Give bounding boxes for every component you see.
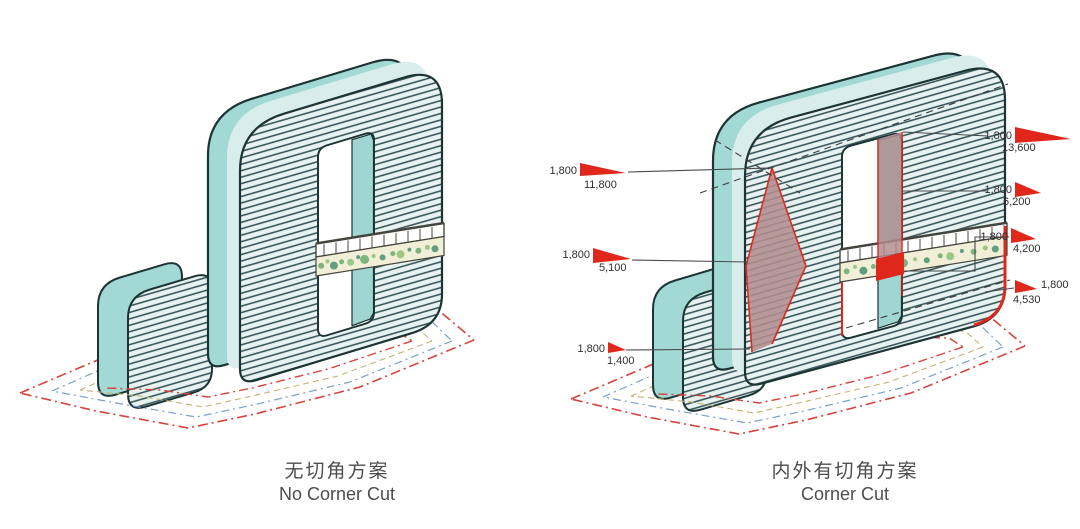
terrace-plant xyxy=(415,247,422,254)
slot-inner-wall xyxy=(351,133,375,327)
dimension-offset-label: 1,800 xyxy=(984,130,1012,142)
leader-line xyxy=(627,167,771,173)
terrace-plant xyxy=(356,255,361,260)
dimension-offset-label: 1,800 xyxy=(1041,279,1069,291)
leader-line xyxy=(631,259,749,263)
slope-triangle-icon xyxy=(1011,228,1036,243)
terrace-plant xyxy=(959,249,964,253)
terrace-plant xyxy=(329,261,338,270)
terrace-plant xyxy=(318,262,325,269)
terrace-plant xyxy=(937,253,943,259)
site-outline-front xyxy=(19,339,1026,435)
site-boundary-line xyxy=(19,339,475,429)
slope-triangle-icon xyxy=(593,248,631,263)
terrace-cut-marker xyxy=(876,252,904,281)
dimension-annotations: 1,80011,8001,8005,1001,8001,4001,80013,6… xyxy=(549,127,1071,367)
terrace-plant xyxy=(913,257,918,262)
dimension-value-label: 6,200 xyxy=(1003,196,1031,208)
terrace-plant xyxy=(360,254,370,264)
terrace-plant xyxy=(390,251,396,257)
slope-triangle-icon xyxy=(580,163,626,176)
dimension-offset-label: 1,800 xyxy=(984,184,1012,196)
annex-louver-face xyxy=(127,274,213,409)
dimension-value-label: 1,400 xyxy=(607,355,635,367)
corner-cut-face-inner xyxy=(878,132,902,259)
site-boundary-line xyxy=(105,340,413,398)
site-boundary-line xyxy=(602,346,1004,424)
terrace-plant xyxy=(991,245,999,253)
construction-dashed-lines xyxy=(699,83,1009,194)
dimension-offset-label: 1,800 xyxy=(549,165,577,177)
construction-line xyxy=(714,139,801,194)
terrace-plant xyxy=(407,247,412,252)
terrace-plant xyxy=(843,268,850,275)
offset-5100: 1,800 5,100 xyxy=(562,248,749,274)
left-caption: 无切角方案 No Corner Cut xyxy=(37,460,637,506)
dimension-value-label: 4,200 xyxy=(1013,243,1041,255)
leader-line xyxy=(984,287,1015,293)
terrace-plant xyxy=(970,248,977,255)
terrace-plant xyxy=(946,252,955,261)
terrace-plant xyxy=(424,244,430,250)
left-caption-zh: 无切角方案 xyxy=(284,461,390,482)
dimension-offset-label: 1,800 xyxy=(577,343,605,355)
dimension-offset-label: 1,800 xyxy=(562,249,590,261)
terrace-plant xyxy=(371,254,376,258)
offset-11800: 1,800 11,800 xyxy=(549,163,771,191)
site-boundary-line xyxy=(630,346,984,414)
terrace-plant xyxy=(347,258,355,266)
right-caption: 内外有切角方案 Corner Cut xyxy=(545,460,1080,506)
construction-line xyxy=(699,83,1009,194)
left-building-no-corner-cut xyxy=(206,58,445,383)
terrace-plant xyxy=(339,259,345,265)
site-boundary-line xyxy=(79,340,433,408)
terrace-plant xyxy=(396,250,405,259)
leader-line xyxy=(625,348,751,351)
right-caption-zh: 内外有切角方案 xyxy=(771,461,919,482)
dimension-offset-label: 1,800 xyxy=(980,231,1008,243)
leader-line xyxy=(904,236,1009,272)
leader-line-dashed xyxy=(845,279,1011,329)
terrace-plant xyxy=(923,257,930,264)
corner-cut-overlays xyxy=(745,132,1007,353)
dimension-value-label: 11,800 xyxy=(584,179,617,191)
dimension-value-label: 4,530 xyxy=(1013,294,1041,306)
cut-edge-line xyxy=(771,167,807,345)
terrace-plant xyxy=(431,245,439,253)
right-caption-en: Corner Cut xyxy=(800,484,890,504)
terrace-plant xyxy=(859,266,868,275)
terrace-plant xyxy=(870,264,876,269)
corner-cut-face-outer xyxy=(746,168,806,352)
terrace-plant xyxy=(325,259,330,264)
dimension-value-label: 5,100 xyxy=(599,262,627,274)
site-boundary-line xyxy=(51,340,453,418)
slope-triangle-icon xyxy=(608,342,626,353)
slope-triangle-icon xyxy=(1015,280,1037,293)
leader-line xyxy=(902,131,989,137)
left-annex-block xyxy=(97,262,213,409)
slope-triangle-icon xyxy=(1015,182,1041,197)
dimension-value-label: 13,600 xyxy=(1002,142,1036,154)
site-boundary-line xyxy=(656,346,964,404)
left-caption-en: No Corner Cut xyxy=(278,484,396,504)
right-edge-cut-strip xyxy=(973,226,1007,327)
cut-edge-line xyxy=(745,167,773,353)
terrace-plant xyxy=(853,264,857,269)
slope-triangle-icon xyxy=(1015,127,1071,143)
site-boundary-line xyxy=(570,345,1026,435)
terrace-plant xyxy=(379,254,386,261)
terrace-plant xyxy=(982,245,988,251)
offset-4200: 1,800 4,200 xyxy=(904,228,1041,272)
